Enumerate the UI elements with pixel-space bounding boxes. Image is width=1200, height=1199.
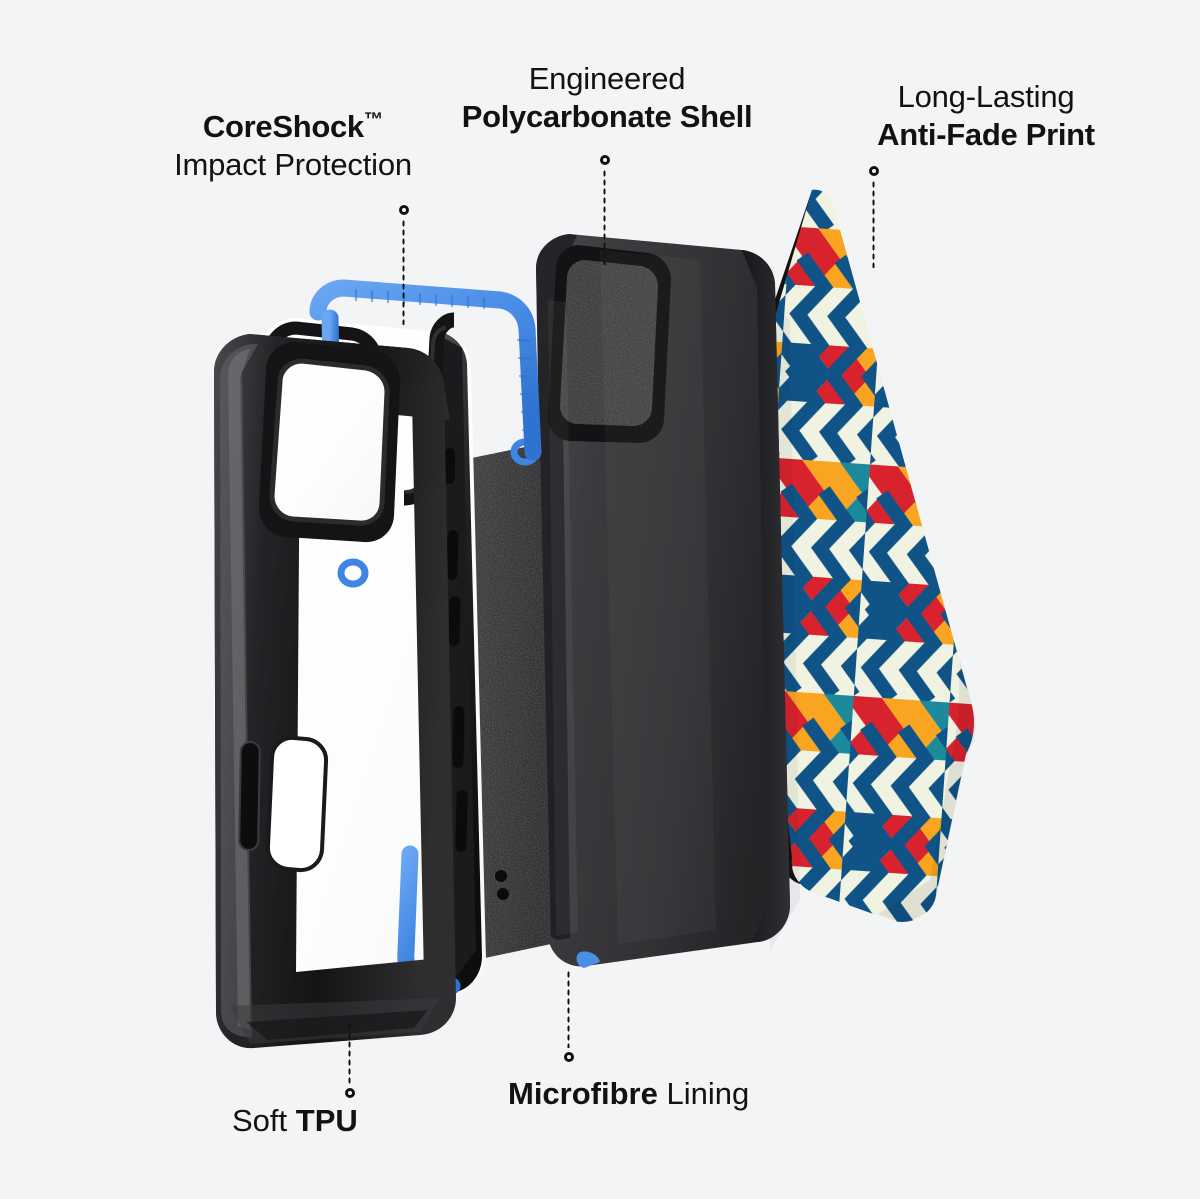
leader-dot — [600, 155, 610, 165]
callout-antifade: Long-Lasting Anti-Fade Print — [860, 78, 1112, 154]
leader-coreshock — [399, 205, 409, 325]
leader-dotted-line — [567, 970, 571, 1048]
leader-dotted-line — [872, 180, 876, 268]
callout-microfibre: Microfibre Lining — [508, 1075, 749, 1113]
callout-coreshock: CoreShock™ Impact Protection — [152, 108, 434, 184]
leader-microfibre — [564, 970, 574, 1062]
leader-dot — [869, 166, 879, 176]
callout-antifade-line1: Long-Lasting — [897, 79, 1075, 114]
trademark-symbol: ™ — [363, 109, 384, 131]
leader-dot — [399, 205, 409, 215]
callout-polycarbonate-line1: Engineered — [528, 61, 686, 96]
leader-dot — [345, 1088, 355, 1098]
leader-dotted-line — [402, 219, 406, 325]
callout-polycarbonate: Engineered Polycarbonate Shell — [432, 60, 782, 136]
leader-tpu — [345, 1022, 355, 1098]
callout-polycarbonate-line2: Polycarbonate Shell — [461, 98, 753, 134]
callout-coreshock-line1: CoreShock™ — [202, 109, 384, 144]
callout-coreshock-line2: Impact Protection — [174, 146, 412, 182]
callout-tpu-bold: TPU — [295, 1103, 358, 1138]
leader-dotted-line — [348, 1022, 352, 1084]
callout-microfibre-regular: Lining — [657, 1076, 750, 1111]
callout-antifade-line2: Anti-Fade Print — [877, 116, 1095, 152]
leader-dotted-line — [603, 169, 607, 265]
leader-dot — [564, 1052, 574, 1062]
callout-tpu: Soft TPU — [232, 1102, 358, 1140]
leader-antifade — [869, 166, 879, 268]
callout-tpu-regular: Soft — [232, 1103, 296, 1138]
soft-tpu-frame — [214, 334, 456, 1049]
black-polycarbonate-shell — [536, 234, 800, 968]
callout-microfibre-bold: Microfibre — [508, 1076, 658, 1111]
leader-polycarbonate — [600, 155, 610, 265]
